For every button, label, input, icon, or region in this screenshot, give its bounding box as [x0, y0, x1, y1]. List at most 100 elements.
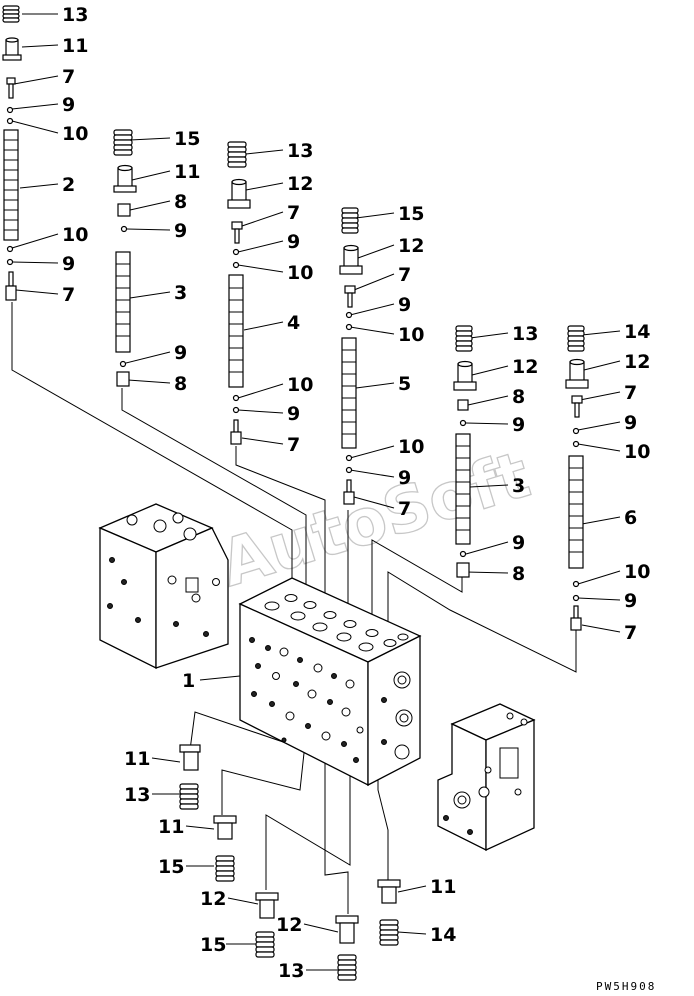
callout-10: 10	[62, 224, 88, 246]
callout-11: 11	[174, 161, 200, 183]
spring-13b	[227, 141, 247, 168]
spring-14	[567, 325, 585, 352]
callout-1: 1	[182, 670, 195, 692]
callout-15: 15	[398, 203, 424, 225]
callout-8: 8	[512, 563, 525, 585]
routing-lines	[11, 302, 577, 914]
callout-8: 8	[174, 373, 187, 395]
callout-7: 7	[398, 498, 411, 520]
plug-8b	[116, 371, 130, 387]
callout-4: 4	[287, 312, 300, 334]
spool-2	[3, 129, 19, 241]
spool-column-3	[227, 141, 251, 445]
ring-9e	[232, 248, 240, 256]
callout-15: 15	[158, 856, 184, 878]
plug-7d	[230, 419, 242, 445]
spring-15-bottom-b	[255, 931, 275, 958]
callout-5: 5	[398, 373, 411, 395]
valve-body-left-view	[98, 503, 229, 670]
retainer-11b	[113, 164, 137, 193]
plug-8c	[457, 399, 469, 411]
spool-3	[115, 251, 131, 353]
bottom-parts	[179, 744, 401, 981]
callout-11: 11	[158, 816, 184, 838]
callout-10: 10	[624, 441, 650, 463]
spool-6	[568, 455, 584, 569]
ring-9f	[232, 406, 240, 414]
callout-12: 12	[398, 235, 424, 257]
spool-3b	[455, 433, 471, 545]
ring-10b	[6, 245, 14, 253]
plug-7e	[344, 285, 356, 308]
callout-11: 11	[62, 35, 88, 57]
callout-13: 13	[124, 784, 150, 806]
callout-10: 10	[398, 436, 424, 458]
callout-15: 15	[174, 128, 200, 150]
end-cover	[437, 703, 536, 852]
body-top-ports	[264, 594, 409, 652]
callout-7: 7	[624, 622, 637, 644]
callout-12: 12	[200, 888, 226, 910]
ring-9	[6, 106, 14, 114]
callout-9: 9	[512, 532, 525, 554]
plug-7f	[343, 479, 355, 505]
plug-7c	[231, 221, 243, 244]
spring-13-bottom-b	[337, 954, 357, 981]
retainer-11-bottom-b	[213, 815, 237, 840]
callout-11: 11	[430, 876, 456, 898]
spool-column-1	[2, 5, 22, 301]
callout-13: 13	[287, 140, 313, 162]
callout-12: 12	[287, 173, 313, 195]
callout-13: 13	[512, 323, 538, 345]
callout-8: 8	[174, 191, 187, 213]
ring-9i	[459, 419, 467, 427]
leader-lines	[11, 13, 621, 971]
callout-10: 10	[287, 374, 313, 396]
callout-7: 7	[62, 66, 75, 88]
spring-13c	[455, 325, 473, 352]
ring-9g	[345, 311, 353, 319]
callout-13: 13	[62, 4, 88, 26]
callout-11: 11	[124, 748, 150, 770]
callout-12: 12	[624, 351, 650, 373]
spring-15	[113, 129, 133, 156]
callout-9: 9	[62, 253, 75, 275]
ring-10	[6, 117, 14, 125]
valve-body	[238, 577, 422, 787]
body-side-ports	[381, 671, 413, 760]
retainer-12d	[565, 358, 589, 389]
drawing-code: PW5H908	[596, 980, 656, 993]
ring-10g	[572, 440, 580, 448]
callout-12: 12	[512, 356, 538, 378]
callout-7: 7	[62, 284, 75, 306]
callout-10: 10	[62, 123, 88, 145]
callout-3: 3	[174, 282, 187, 304]
spool-column-6	[565, 325, 589, 631]
callout-9: 9	[624, 590, 637, 612]
callout-8: 8	[512, 386, 525, 408]
spool-4	[228, 274, 244, 388]
callout-15: 15	[200, 934, 226, 956]
callout-9: 9	[287, 403, 300, 425]
callout-9: 9	[398, 467, 411, 489]
callout-9: 9	[398, 294, 411, 316]
callout-7: 7	[624, 382, 637, 404]
callout-6: 6	[624, 507, 637, 529]
ring-9c	[120, 225, 128, 233]
plug-7	[6, 77, 16, 99]
callout-labels: 13 11 7 9 10 2 10 9 7 15 11 8 9 3 9 8 13…	[62, 4, 650, 982]
ring-9b	[6, 258, 14, 266]
callout-14: 14	[430, 924, 456, 946]
callout-9: 9	[287, 231, 300, 253]
retainer-11-bottom-c	[377, 879, 401, 904]
callout-7: 7	[287, 434, 300, 456]
spring-15-bottom-a	[215, 855, 235, 882]
callout-10: 10	[398, 324, 424, 346]
ring-10d	[232, 394, 240, 402]
callout-7: 7	[287, 202, 300, 224]
retainer-12-bottom-b	[335, 915, 359, 944]
ring-9h	[345, 466, 353, 474]
callout-9: 9	[174, 220, 187, 242]
callout-9: 9	[62, 94, 75, 116]
